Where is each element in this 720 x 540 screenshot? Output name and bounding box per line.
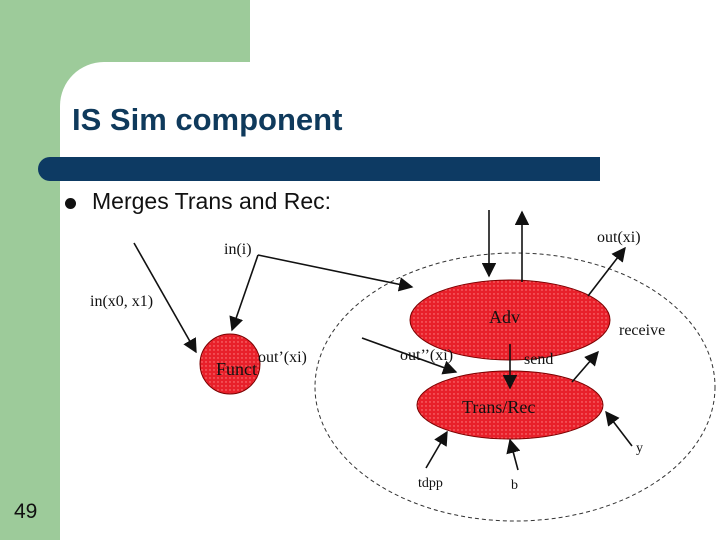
label-funct: Funct [216,359,257,379]
slide-title: IS Sim component [72,102,343,137]
arrow-in-x0-x1-to-funct [133,242,197,354]
label-tdpp: tdpp [418,476,443,491]
arrow-b-up [506,438,521,471]
bullet-icon [65,198,76,209]
arrow-in-i-to-funct [229,254,259,332]
label-out-dprime-xi: out’’(xi) [400,347,453,364]
slide-number: 49 [14,500,38,523]
content-panel [60,62,720,540]
label-in-i: in(i) [224,241,252,258]
arrow-tdpp-up [425,430,448,469]
label-y: y [636,441,643,456]
bullet-text: Merges Trans and Rec: [92,188,332,214]
arrow-in-i-to-adv [257,254,414,292]
label-out-xi: out(xi) [597,229,641,246]
label-adv: Adv [489,307,520,327]
arrow-receive-up [571,350,599,383]
funct-node [199,333,261,395]
label-receive: receive [619,322,665,339]
label-out-prime-xi: out’(xi) [258,349,307,366]
dashed-boundary-ellipse [314,252,716,522]
arrow-out-prime-to-adv [361,337,458,375]
background-green-strip [0,0,60,540]
arrow-adv-to-out-xi [587,246,626,297]
arrow-y-up [605,410,633,447]
title-underline-bar [38,157,600,181]
label-b: b [511,478,518,493]
label-trans-rec: Trans/Rec [462,397,535,417]
label-send: send [524,351,553,368]
label-in-x0-x1: in(x0, x1) [90,293,153,310]
